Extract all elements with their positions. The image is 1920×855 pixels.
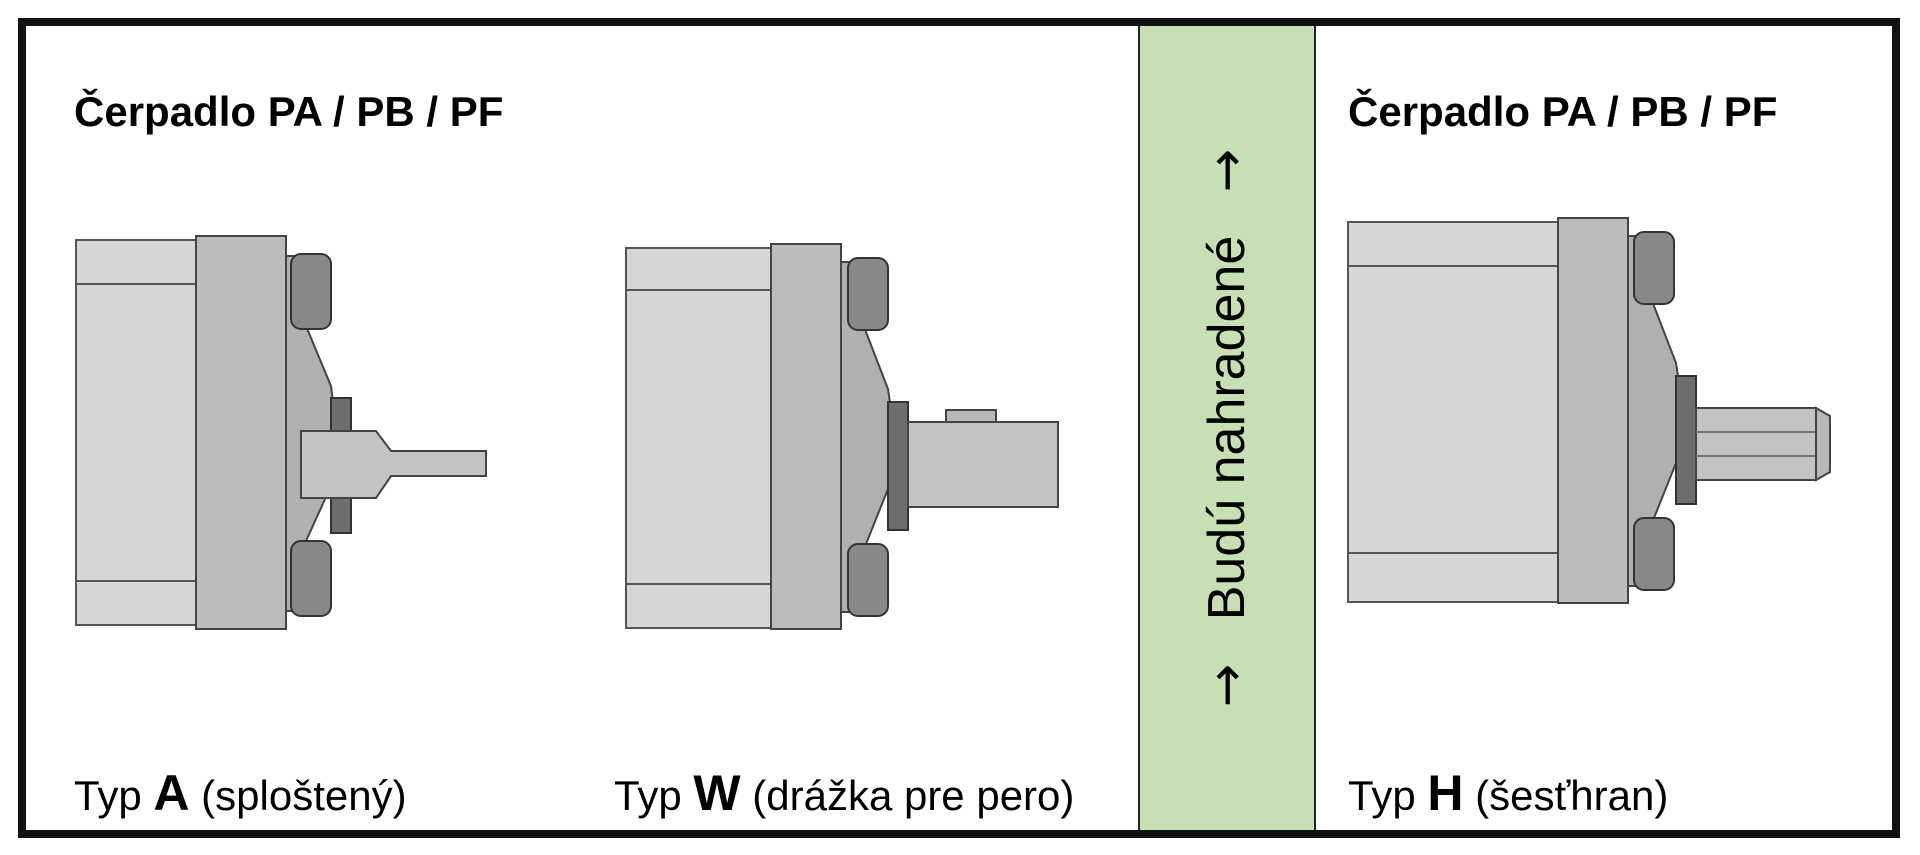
shaft-hexagon (1695, 407, 1817, 481)
flange-plate (1675, 375, 1697, 505)
pump-cover (1557, 217, 1629, 604)
arrow-icon: → (1197, 663, 1257, 708)
caption-suffix: (šesťhran) (1475, 772, 1669, 819)
pump-type-w-caption: Typ W (drážka pre pero) (614, 764, 1074, 822)
new-pump-panel: Čerpadlo PA / PB / PF Typ H (šesťhran) (1316, 26, 1892, 830)
flange-plate (887, 401, 909, 531)
right-panel-title: Čerpadlo PA / PB / PF (1348, 88, 1778, 135)
caption-prefix: Typ (1348, 772, 1416, 819)
caption-suffix: (sploštený) (201, 772, 407, 819)
pump-body (75, 239, 197, 626)
replacement-band: → Budú nahradené → (1138, 26, 1316, 830)
replacement-text: Budú nahradené (1198, 235, 1256, 621)
replacement-label: → Budú nahradené → (1197, 149, 1257, 707)
pump-cover (195, 235, 287, 630)
current-pumps-panel: Čerpadlo PA / PB / PF Typ A (sploštený) (26, 26, 1138, 830)
shaft-keyed (907, 421, 1059, 508)
pump-cover (770, 243, 842, 630)
caption-prefix: Typ (614, 772, 682, 819)
pump-type-a-caption: Typ A (sploštený) (74, 764, 407, 822)
caption-prefix: Typ (74, 772, 142, 819)
pump-body (1347, 221, 1559, 603)
pump-type-w-drawing (625, 243, 1059, 630)
caption-suffix: (drážka pre pero) (752, 772, 1075, 819)
type-letter: H (1427, 765, 1464, 821)
key (945, 409, 997, 423)
left-panel-title: Čerpadlo PA / PB / PF (74, 88, 504, 135)
pump-type-h-caption: Typ H (šesťhran) (1348, 764, 1668, 822)
arrow-icon: → (1197, 148, 1257, 193)
diagram-frame: Čerpadlo PA / PB / PF Typ A (sploštený) (18, 18, 1900, 838)
type-letter: A (153, 765, 190, 821)
type-letter: W (693, 765, 741, 821)
pump-body (625, 247, 772, 629)
pump-type-a-drawing (75, 235, 487, 630)
pump-type-h-drawing (1347, 217, 1831, 604)
shaft-flattened (300, 430, 487, 499)
